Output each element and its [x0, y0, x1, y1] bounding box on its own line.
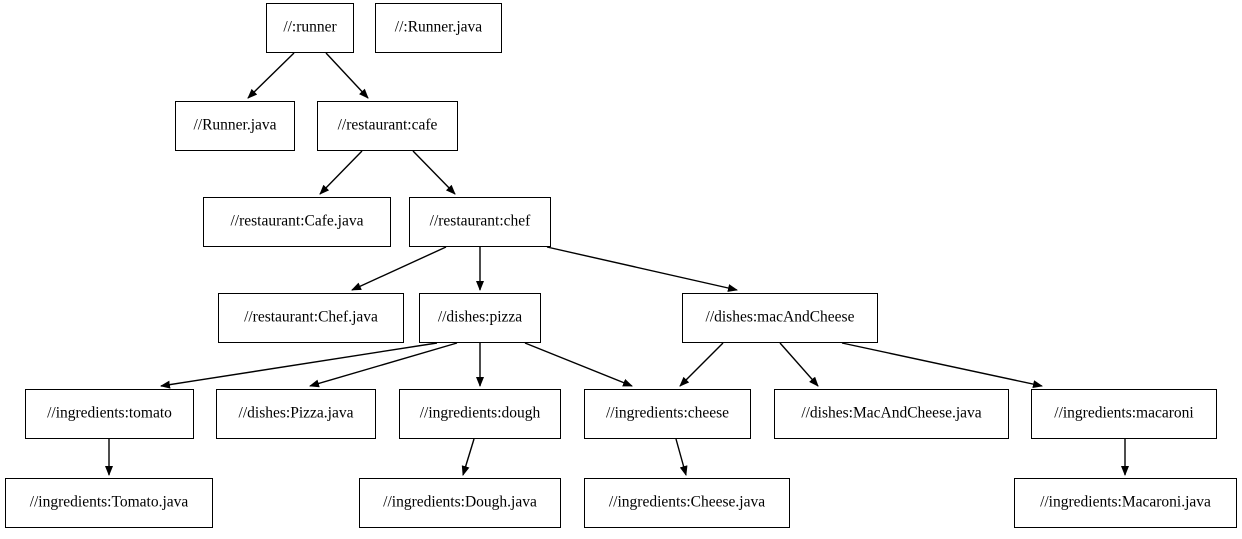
graph-node-dough_java[interactable]: //ingredients:Dough.java [359, 478, 561, 528]
graph-edge-dishes_mac-to-ing_cheese [679, 342, 724, 387]
graph-node-ing_tomato[interactable]: //ingredients:tomato [25, 389, 194, 439]
graph-node-label: //ingredients:Dough.java [383, 493, 537, 511]
graph-node-label: //restaurant:Cafe.java [230, 212, 364, 230]
graph-node-tomato_java[interactable]: //ingredients:Tomato.java [5, 478, 213, 528]
graph-node-label: //:Runner.java [394, 18, 483, 36]
graph-node-label: //ingredients:macaroni [1054, 404, 1194, 422]
graph-node-label: //restaurant:chef [429, 212, 531, 230]
graph-node-pizza_java[interactable]: //dishes:Pizza.java [216, 389, 376, 439]
graph-edge-ing_dough-to-dough_java [461, 438, 475, 476]
graph-node-ing_cheese[interactable]: //ingredients:cheese [584, 389, 751, 439]
graph-node-label: //restaurant:cafe [337, 116, 438, 134]
graph-node-chef_java[interactable]: //restaurant:Chef.java [218, 293, 404, 343]
graph-node-label: //ingredients:Macaroni.java [1040, 493, 1211, 511]
graph-node-label: //ingredients:cheese [605, 404, 730, 422]
graph-edge-dishes_pizza-to-pizza_java [309, 342, 458, 388]
graph-node-dishes_mac[interactable]: //dishes:macAndCheese [682, 293, 878, 343]
graph-edge-restaurant_chef-to-chef_java [351, 246, 447, 291]
graph-node-label: //ingredients:Tomato.java [29, 493, 189, 511]
graph-node-restaurant_chef[interactable]: //restaurant:chef [409, 197, 551, 247]
graph-node-cheese_java[interactable]: //ingredients:Cheese.java [584, 478, 790, 528]
graph-node-label: //dishes:Pizza.java [238, 404, 354, 422]
graph-node-cafe_java[interactable]: //restaurant:Cafe.java [203, 197, 391, 247]
graph-edge-restaurant_cafe-to-restaurant_chef [412, 150, 456, 195]
graph-edge-dishes_pizza-to-ing_cheese [524, 342, 633, 387]
graph-node-ing_macaroni[interactable]: //ingredients:macaroni [1031, 389, 1217, 439]
graph-node-label: //ingredients:tomato [47, 404, 172, 422]
graph-edge-runner-to-restaurant_cafe [325, 52, 369, 99]
graph-edge-dishes_pizza-to-ing_tomato [160, 342, 438, 389]
graph-node-mac_java[interactable]: //dishes:MacAndCheese.java [774, 389, 1009, 439]
graph-node-label: //:runner [283, 18, 337, 36]
graph-edge-restaurant_cafe-to-cafe_java [319, 150, 363, 195]
graph-node-runner_java[interactable]: //Runner.java [175, 101, 295, 151]
graph-node-label: //dishes:pizza [437, 308, 523, 326]
graph-edge-ing_cheese-to-cheese_java [675, 438, 688, 476]
graph-edge-dishes_mac-to-ing_macaroni [841, 342, 1043, 389]
graph-node-label: //ingredients:dough [419, 404, 541, 422]
graph-edge-runner-to-runner_java [247, 52, 295, 99]
graph-node-runner_java_root[interactable]: //:Runner.java [375, 3, 502, 53]
graph-node-macaroni_java[interactable]: //ingredients:Macaroni.java [1014, 478, 1237, 528]
graph-node-restaurant_cafe[interactable]: //restaurant:cafe [317, 101, 458, 151]
graph-node-runner[interactable]: //:runner [266, 3, 354, 53]
graph-node-ing_dough[interactable]: //ingredients:dough [399, 389, 561, 439]
graph-node-dishes_pizza[interactable]: //dishes:pizza [419, 293, 541, 343]
graph-node-label: //dishes:MacAndCheese.java [801, 404, 982, 422]
graph-edge-dishes_mac-to-mac_java [779, 342, 819, 387]
graph-node-label: //Runner.java [193, 116, 277, 134]
graph-edge-restaurant_chef-to-dishes_mac [546, 246, 738, 292]
graph-node-label: //restaurant:Chef.java [244, 308, 378, 326]
graph-node-label: //dishes:macAndCheese [705, 308, 855, 326]
graph-node-label: //ingredients:Cheese.java [608, 493, 766, 511]
